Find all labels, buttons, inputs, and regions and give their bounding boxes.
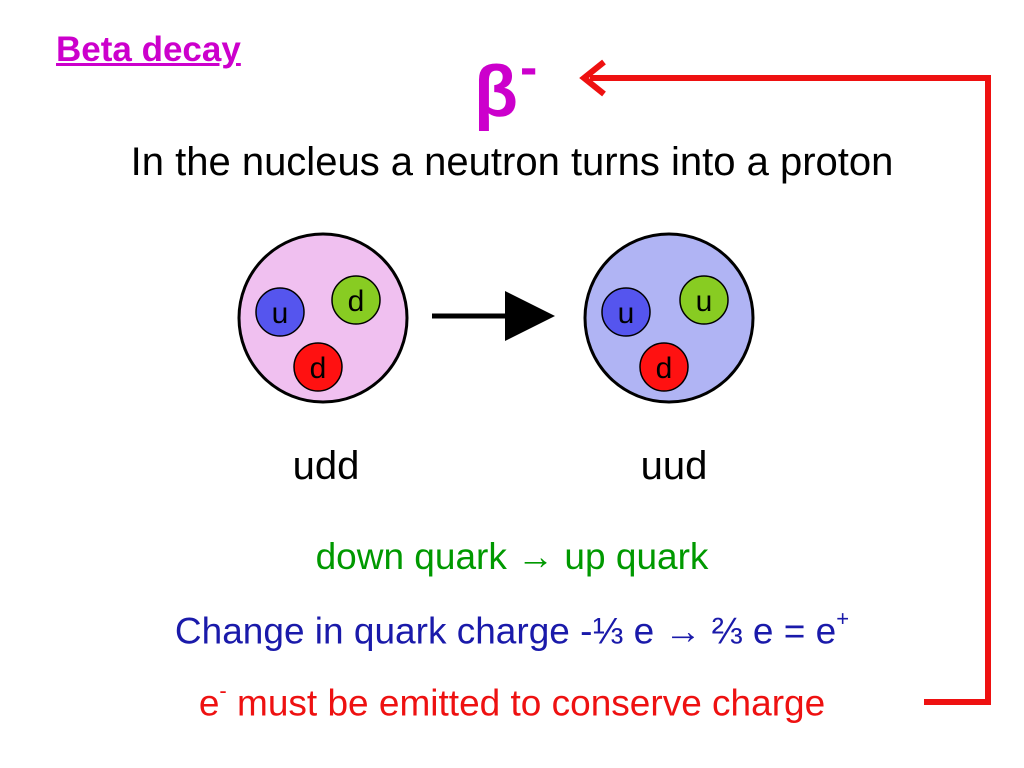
neutron-quark-u: [255, 287, 305, 337]
emission-electron: e: [198, 682, 220, 724]
charge-change-main: Change in quark charge -⅓ e → ⅔ e = e: [174, 610, 837, 652]
charge-change-sup: +: [836, 606, 850, 631]
neutron-quark-d-bottom: [293, 342, 343, 392]
neutron-circle: [237, 232, 409, 404]
neutron-quark-d-top-label: d: [348, 285, 365, 318]
quark-transition-text: down quark → up quark: [315, 536, 709, 577]
proton-quark-u-left: [601, 287, 651, 337]
intro-statement: In the nucleus a neutron turns into a pr…: [130, 140, 894, 184]
neutron-diagram: u d d: [237, 232, 409, 404]
neutron-quark-d-bottom-label: d: [310, 352, 327, 385]
emission-main: must be emitted to conserve charge: [226, 682, 826, 724]
proton-quark-d: [639, 342, 689, 392]
connector-arrowhead: [579, 59, 606, 97]
neutron-quark-code: udd: [292, 444, 360, 488]
slide-heading: Beta decay: [56, 30, 241, 69]
neutron-quark-d-top: [331, 275, 381, 325]
proton-quark-u-top-label: u: [696, 285, 713, 318]
neutron-quark-u-label: u: [272, 297, 289, 330]
emission-text: e- must be emitted to conserve charge: [0, 678, 1024, 724]
proton-diagram: u u d: [583, 232, 755, 404]
proton-quark-code: uud: [640, 444, 708, 488]
emission-connector: [579, 59, 991, 705]
proton-quark-u-left-label: u: [618, 297, 635, 330]
proton-quark-u-top: [679, 275, 729, 325]
beta-superscript: -: [519, 39, 538, 97]
proton-quark-d-label: d: [656, 352, 673, 385]
beta-minus-symbol: β-: [474, 34, 537, 132]
emission-electron-sup: -: [219, 678, 227, 703]
beta-letter: β: [474, 52, 518, 132]
proton-circle: [583, 232, 755, 404]
charge-change-text: Change in quark charge -⅓ e → ⅔ e = e+: [0, 606, 1024, 652]
connector-line: [590, 75, 991, 705]
